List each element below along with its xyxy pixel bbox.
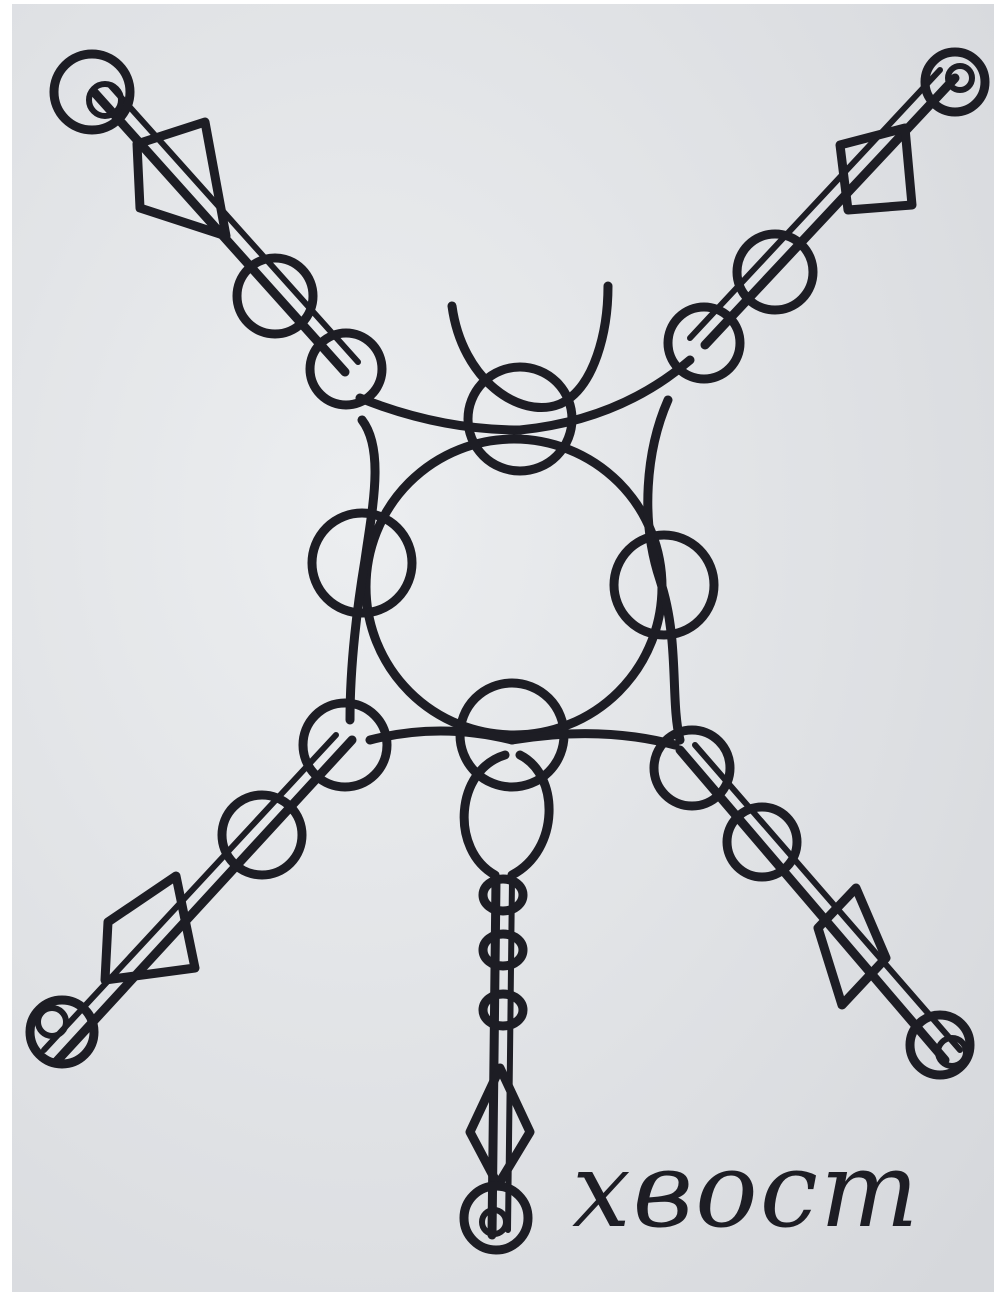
tail-label: хвост <box>572 1138 921 1242</box>
